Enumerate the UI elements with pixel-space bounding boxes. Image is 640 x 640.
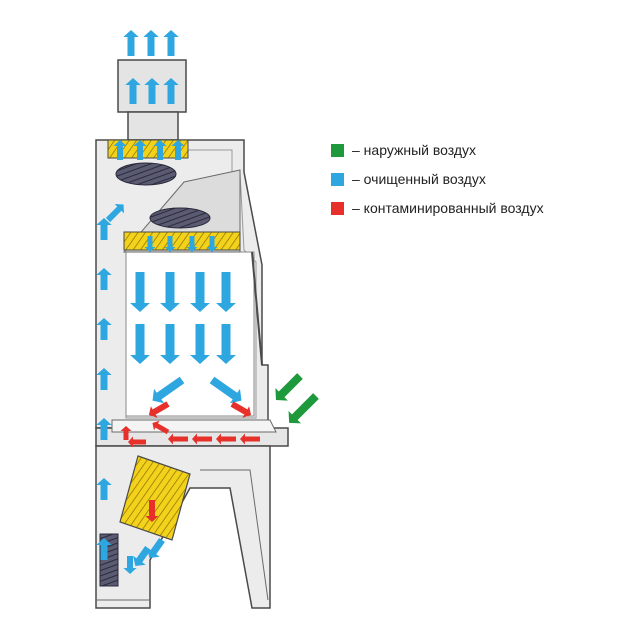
outside-air-arrow [288, 393, 319, 424]
clean-air-arrows [96, 30, 242, 574]
green-square-icon [331, 143, 344, 157]
clean-air-arrow [144, 236, 156, 252]
contaminated-air-arrow [240, 433, 260, 445]
clean-air-arrow [190, 272, 210, 312]
clean-air-arrow [164, 236, 176, 252]
clean-air-arrow [171, 140, 185, 160]
clean-air-arrow [96, 418, 112, 440]
clean-air-arrow [123, 30, 139, 56]
clean-air-arrow [130, 272, 150, 312]
contaminated-air-arrow [120, 426, 132, 440]
clean-air-arrow [163, 78, 179, 104]
supply-hepa-filter [123, 231, 241, 251]
clean-air-arrow [96, 538, 112, 560]
clean-air-arrow [186, 236, 198, 252]
clean-air-arrow [96, 318, 112, 340]
legend-item-outside: – наружный воздух [331, 140, 544, 160]
clean-air-arrow [96, 268, 112, 290]
clean-air-arrow [113, 140, 127, 160]
middle-fan-icon [149, 207, 211, 229]
outside-air-arrows [275, 373, 319, 424]
clean-air-arrow [153, 140, 167, 160]
clean-air-arrow [133, 140, 147, 160]
clean-air-arrow [216, 324, 236, 364]
contaminated-air-arrow [168, 433, 188, 445]
clean-air-arrow [96, 368, 112, 390]
clean-air-arrow [125, 78, 141, 104]
clean-air-arrow [105, 204, 124, 223]
clean-air-arrow [163, 30, 179, 56]
outside-air-arrow [275, 373, 303, 401]
clean-air-arrow [96, 218, 112, 240]
clean-air-arrow [152, 376, 185, 404]
clean-air-arrow [190, 324, 210, 364]
clean-air-arrow [143, 30, 159, 56]
legend-item-contaminated: – контаминированный воздух [331, 198, 544, 218]
clean-air-arrow [133, 545, 151, 567]
clean-air-arrow [216, 272, 236, 312]
contaminated-air-arrows [120, 401, 260, 522]
legend-label-contaminated: – контаминированный воздух [352, 200, 544, 216]
clean-air-arrow [130, 324, 150, 364]
contaminated-air-arrow [192, 433, 212, 445]
clean-air-arrow [209, 376, 242, 404]
clean-air-arrow [96, 478, 112, 500]
contaminated-air-arrow [216, 433, 236, 445]
contaminated-air-arrow [152, 420, 170, 435]
legend-label-clean: – очищенный воздух [352, 171, 486, 187]
contaminated-air-arrow [145, 500, 159, 522]
clean-air-arrow [160, 324, 180, 364]
exhaust-hepa-filter [107, 139, 189, 159]
clean-air-arrow [160, 272, 180, 312]
cabinet-lower-body [95, 445, 271, 609]
contaminated-air-arrow [148, 401, 170, 418]
legend-item-clean: – очищенный воздух [331, 169, 544, 189]
clean-air-arrow [206, 236, 218, 252]
contaminated-air-arrow [230, 401, 252, 418]
blue-square-icon [331, 172, 344, 186]
clean-air-arrow [144, 78, 160, 104]
upper-fan-icon [115, 162, 177, 186]
red-square-icon [331, 201, 344, 215]
legend: – наружный воздух – очищенный воздух – к… [331, 140, 544, 227]
clean-air-arrow [123, 556, 137, 574]
lower-hepa-filter [119, 455, 191, 541]
legend-label-outside: – наружный воздух [352, 142, 477, 158]
contaminated-air-arrow [128, 436, 146, 448]
clean-air-arrow [147, 537, 165, 559]
